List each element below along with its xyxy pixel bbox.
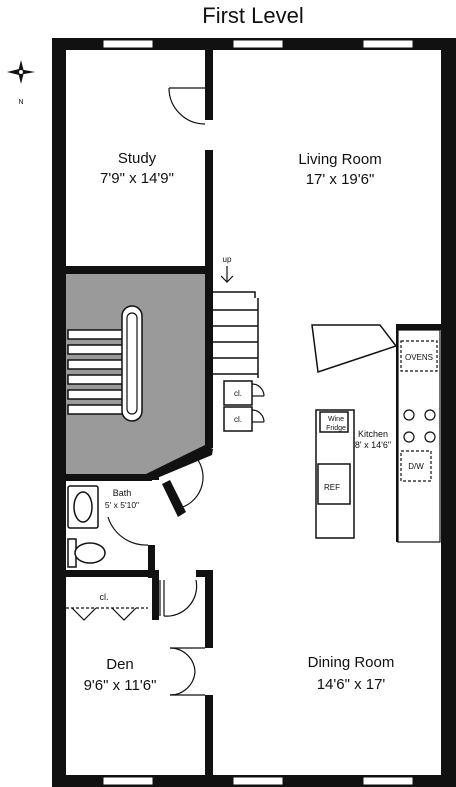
windows — [102, 39, 414, 786]
arrow-down-icon — [220, 266, 234, 283]
stair-handrail — [121, 305, 143, 422]
study-name: Study — [118, 150, 157, 167]
range-hood — [311, 324, 398, 374]
dining-room-name: Dining Room — [308, 654, 395, 671]
den-closet-label: cl. — [100, 592, 109, 602]
den-closet-doors[interactable] — [66, 607, 148, 621]
stairs-up — [210, 291, 259, 378]
den-size: 9'6" x 11'6" — [84, 677, 157, 694]
compass-north-label: N — [18, 99, 23, 106]
stair-bath-door[interactable] — [179, 453, 204, 509]
compass-icon — [7, 60, 35, 84]
living-room-name: Living Room — [298, 151, 381, 168]
den-name: Den — [106, 656, 134, 673]
bath-size: 5' x 5'10" — [105, 500, 139, 510]
dishwasher-label: D/W — [408, 462, 424, 471]
living-room-size: 17' x 19'6" — [306, 171, 375, 188]
toilet-icon — [67, 538, 106, 568]
bath-name: Bath — [113, 488, 132, 498]
door-leaf — [162, 480, 186, 517]
plan-title: First Level — [202, 3, 303, 28]
study-size: 7'9" x 14'9" — [100, 170, 174, 187]
kitchen-size: 8' x 14'6" — [355, 440, 391, 450]
dining-room-size: 14'6" x 17' — [317, 676, 386, 693]
bath-door[interactable] — [107, 516, 149, 546]
den-french-doors[interactable] — [169, 647, 205, 696]
ovens-label: OVENS — [405, 353, 433, 362]
closet-doors[interactable] — [251, 383, 265, 423]
closet-label-2: cl. — [234, 415, 242, 424]
cooktop-icon — [403, 409, 436, 443]
stairs-up-label: up — [223, 255, 232, 264]
refrigerator-label: REF — [324, 483, 340, 492]
sink-icon — [67, 485, 99, 529]
closet-label-1: cl. — [234, 389, 242, 398]
kitchen-name: Kitchen — [358, 429, 388, 439]
study-door[interactable] — [168, 87, 206, 125]
kitchen-counter — [315, 409, 355, 539]
wine-fridge-label-line2: Fridge — [326, 425, 346, 432]
wine-fridge-label-line1: Wine — [328, 416, 344, 423]
den-side-door[interactable] — [159, 579, 198, 617]
